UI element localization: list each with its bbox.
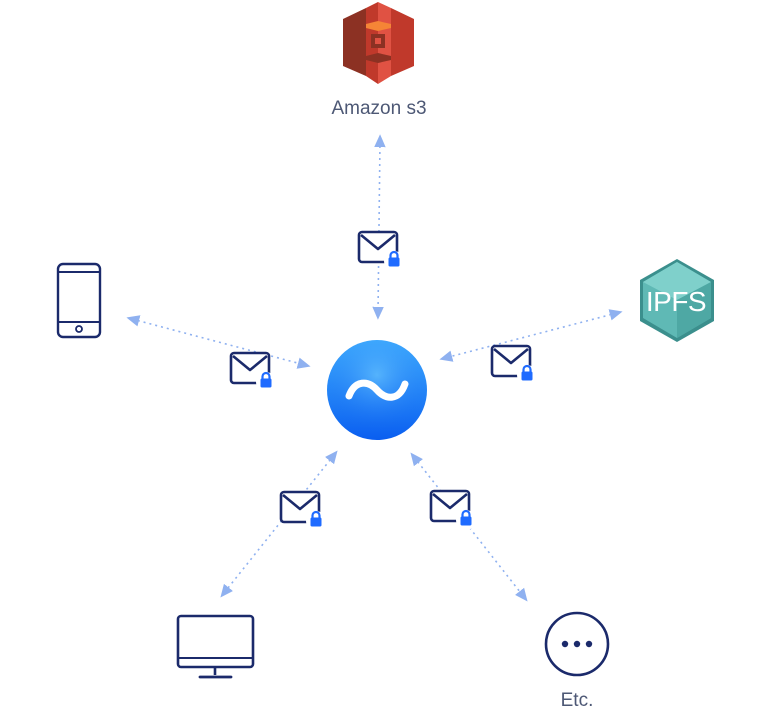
- encrypted-mail-icon-phone: [229, 351, 278, 394]
- more-dots-icon: [544, 611, 610, 677]
- amazon-s3-label: Amazon s3: [331, 98, 426, 119]
- connector-phone: [126, 315, 311, 369]
- encrypted-mail-icon-desktop: [279, 490, 328, 533]
- encrypted-mail-icon-etc: [429, 489, 478, 532]
- amazon-s3-logo-icon: [343, 2, 414, 84]
- tilde-logo-icon: [327, 340, 427, 440]
- encrypted-mail-icon-s3: [357, 230, 406, 273]
- connectors: [126, 134, 623, 602]
- connector-s3: [372, 134, 386, 320]
- ipfs-logo-icon: IPFS: [640, 259, 714, 342]
- encrypted-mail-icon-ipfs: [490, 344, 539, 387]
- etc-label: Etc.: [561, 690, 594, 711]
- ipfs-logo-text: IPFS: [646, 286, 706, 317]
- smartphone-icon: [56, 262, 102, 339]
- desktop-monitor-icon: [176, 614, 255, 679]
